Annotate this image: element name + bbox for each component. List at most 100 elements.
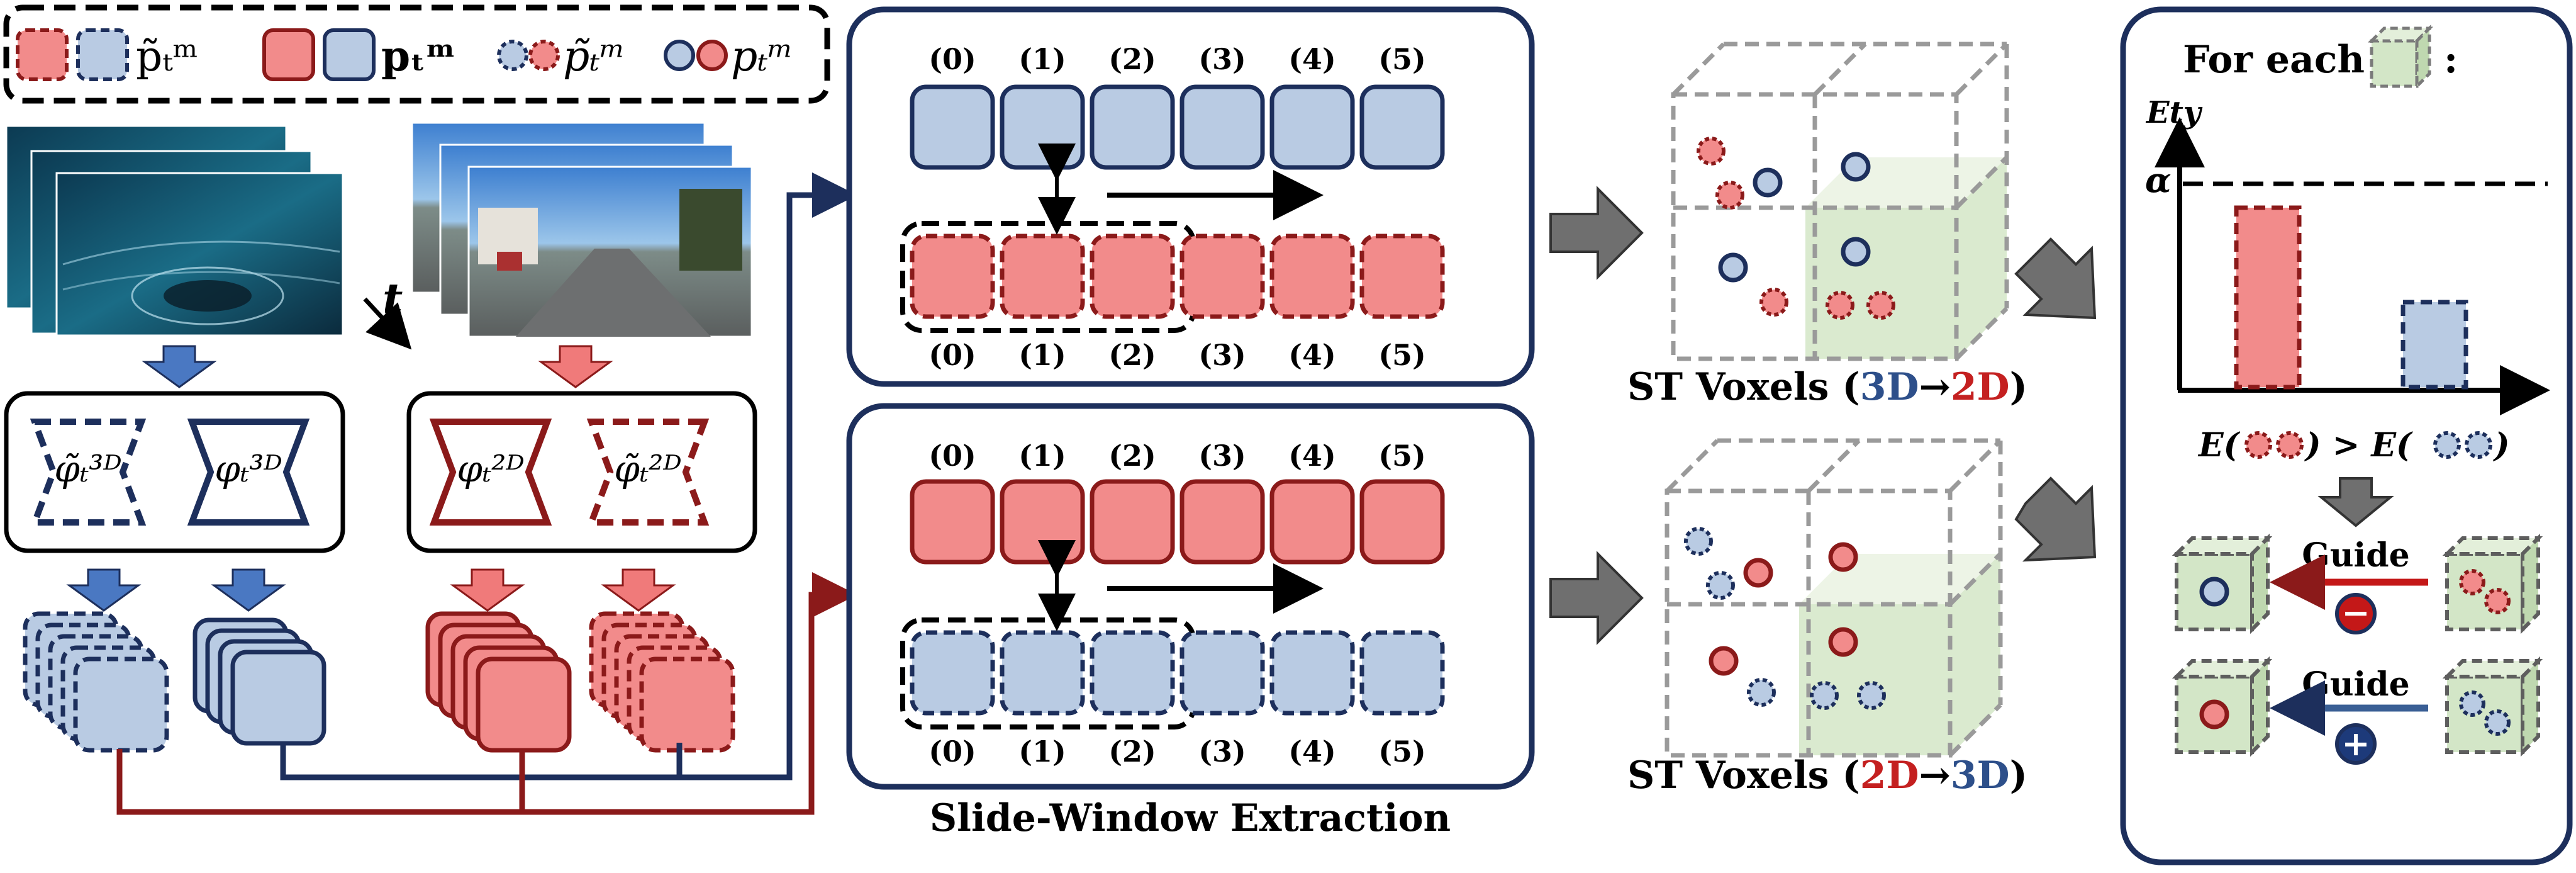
top-upper-box-2 bbox=[1090, 84, 1175, 170]
encoder-box-3d: φ̃ₜ³ᴰ φₜ³ᴰ bbox=[4, 391, 345, 553]
connector-navy-bottom bbox=[280, 743, 683, 780]
slide-window-caption: Slide-Window Extraction bbox=[930, 796, 1451, 840]
entropy-panel-title-colon: : bbox=[2444, 38, 2458, 82]
encoder-2d-label: φₜ²ᴰ bbox=[457, 448, 524, 490]
top-lower-index-0: (0) bbox=[928, 338, 976, 372]
legend-red-solid-square bbox=[262, 28, 315, 81]
top-lower-box-1 bbox=[1000, 234, 1085, 319]
top-lower-index-2: (2) bbox=[1108, 338, 1156, 372]
top-upper-box-0 bbox=[910, 84, 995, 170]
top-panel-upper-boxes bbox=[910, 84, 1445, 170]
connector-red-to-bottom-panel bbox=[789, 572, 857, 815]
guide-source-voxel-top bbox=[2442, 533, 2543, 634]
top-lower-index-4: (4) bbox=[1288, 338, 1336, 372]
bottom-upper-index-0: (0) bbox=[928, 439, 976, 473]
legend-label-tilde-p-point: p̃ₜᵐ bbox=[563, 32, 625, 81]
bottom-lower-box-3 bbox=[1179, 630, 1265, 716]
encoder-2d-shape bbox=[429, 419, 552, 526]
entropy-panel: For each : Ety α E( ) > E( ) Guide bbox=[2120, 6, 2573, 865]
legend-red-dashed-square bbox=[16, 28, 69, 81]
top-lower-box-5 bbox=[1359, 234, 1445, 319]
encoder-3d-shape bbox=[187, 419, 310, 526]
top-panel-upper-indices: (0)(1)(2)(3)(4)(5) bbox=[928, 42, 1426, 76]
top-lower-box-3 bbox=[1179, 234, 1265, 319]
guide-bottom-label: Guide bbox=[2302, 665, 2409, 704]
bottom-panel-lower-boxes bbox=[910, 630, 1445, 716]
st-voxels-bottom bbox=[1664, 438, 2003, 758]
feature-arrow-3d-tilde bbox=[66, 568, 142, 612]
top-lower-index-3: (3) bbox=[1198, 338, 1246, 372]
bottom-panel-lower-indices: (0)(1)(2)(3)(4)(5) bbox=[928, 735, 1426, 769]
feature-arrow-2d bbox=[450, 568, 525, 612]
encoder-3d-label: φₜ³ᴰ bbox=[215, 448, 282, 490]
comparison-red-point-2 bbox=[2276, 431, 2304, 459]
entropy-threshold-label: α bbox=[2145, 160, 2172, 200]
bottom-upper-box-1 bbox=[1000, 479, 1085, 565]
top-lower-box-0 bbox=[910, 234, 995, 319]
encoder-box-2d: φₜ²ᴰ φ̃ₜ²ᴰ bbox=[406, 391, 757, 553]
bottom-lower-box-5 bbox=[1359, 630, 1445, 716]
top-lower-index-5: (5) bbox=[1378, 338, 1426, 372]
minus-badge bbox=[2335, 593, 2377, 634]
top-panel-lower-boxes bbox=[910, 234, 1445, 319]
top-lower-box-2 bbox=[1090, 234, 1175, 319]
top-upper-index-4: (4) bbox=[1288, 42, 1336, 76]
bottom-upper-index-1: (1) bbox=[1018, 439, 1066, 473]
entropy-comparison-right: ) bbox=[2493, 426, 2510, 465]
legend-blue-dashed-point bbox=[497, 40, 528, 71]
bottom-upper-index-4: (4) bbox=[1288, 439, 1336, 473]
encoder-2d-tilde-label: φ̃ₜ²ᴰ bbox=[614, 448, 681, 490]
bottom-upper-index-2: (2) bbox=[1108, 439, 1156, 473]
camera-down-arrow bbox=[538, 345, 613, 388]
top-upper-index-3: (3) bbox=[1198, 42, 1246, 76]
entropy-bar-blue bbox=[2400, 300, 2468, 390]
top-upper-box-3 bbox=[1179, 84, 1265, 170]
minus-symbol: − bbox=[2341, 592, 2370, 633]
bottom-lower-box-1 bbox=[1000, 630, 1085, 716]
feature-stack-2d-tilde bbox=[589, 611, 735, 753]
entropy-title-voxel-icon bbox=[2367, 24, 2434, 91]
lidar-down-arrow bbox=[142, 345, 217, 388]
bottom-upper-index-5: (5) bbox=[1378, 439, 1426, 473]
connector-navy-to-top-panel bbox=[679, 172, 857, 780]
encoder-2d-tilde-shape bbox=[586, 419, 710, 526]
legend-red-dashed-point bbox=[528, 40, 560, 71]
bottom-upper-box-5 bbox=[1359, 479, 1445, 565]
gray-arrow-to-entropy-bottom bbox=[2014, 476, 2097, 562]
legend-label-p: pₜᵐ bbox=[381, 31, 456, 81]
top-upper-index-0: (0) bbox=[928, 42, 976, 76]
bottom-upper-index-3: (3) bbox=[1198, 439, 1246, 473]
feature-stack-3d-tilde bbox=[23, 611, 169, 753]
bottom-panel-upper-indices: (0) (1) (2) (3) (4) (5) bbox=[928, 439, 1426, 473]
bottom-upper-box-4 bbox=[1269, 479, 1355, 565]
top-upper-box-1 bbox=[1000, 84, 1085, 170]
top-upper-box-4 bbox=[1269, 84, 1355, 170]
legend-blue-dashed-square bbox=[76, 28, 129, 81]
comparison-blue-point-1 bbox=[2433, 431, 2461, 459]
entropy-y-axis-label: Ety bbox=[2145, 95, 2203, 130]
bottom-upper-box-3 bbox=[1179, 479, 1265, 565]
encoder-3d-tilde-label: φ̃ₜ³ᴰ bbox=[54, 448, 121, 490]
legend-blue-solid-square bbox=[323, 28, 376, 81]
voxels-bottom-caption: ST Voxels (2D→3D) bbox=[1627, 753, 2027, 797]
top-upper-index-2: (2) bbox=[1108, 42, 1156, 76]
bottom-lower-box-0 bbox=[910, 630, 995, 716]
entropy-comparison-mid: ) > E( bbox=[2304, 426, 2413, 465]
encoder-3d-tilde-shape bbox=[30, 419, 147, 526]
feature-arrow-3d bbox=[211, 568, 286, 612]
st-voxels-top bbox=[1671, 42, 2009, 361]
slide-window-panel-bottom: (0) (1) (2) (3) (4) (5) (0) (1) (2) (3) (4) (5) bbox=[846, 403, 1535, 790]
bottom-lower-index-5: (5) bbox=[1378, 735, 1426, 769]
plus-symbol: + bbox=[2341, 723, 2370, 763]
legend-label-tilde-p: p̃ₜᵐ bbox=[136, 32, 198, 81]
top-upper-index-1: (1) bbox=[1018, 42, 1066, 76]
legend-label-p-point: pₜᵐ bbox=[731, 32, 793, 81]
top-panel-lower-indices: (0) (1) (2) (3) (4) (5) bbox=[928, 338, 1426, 372]
time-axis-label: t bbox=[382, 273, 403, 325]
guide-target-voxel-bottom bbox=[2172, 656, 2273, 757]
comparison-red-point-1 bbox=[2244, 431, 2272, 459]
bottom-lower-index-3: (3) bbox=[1198, 735, 1246, 769]
top-lower-index-1: (1) bbox=[1018, 338, 1066, 372]
bottom-lower-index-2: (2) bbox=[1108, 735, 1156, 769]
bottom-upper-box-2 bbox=[1090, 479, 1175, 565]
